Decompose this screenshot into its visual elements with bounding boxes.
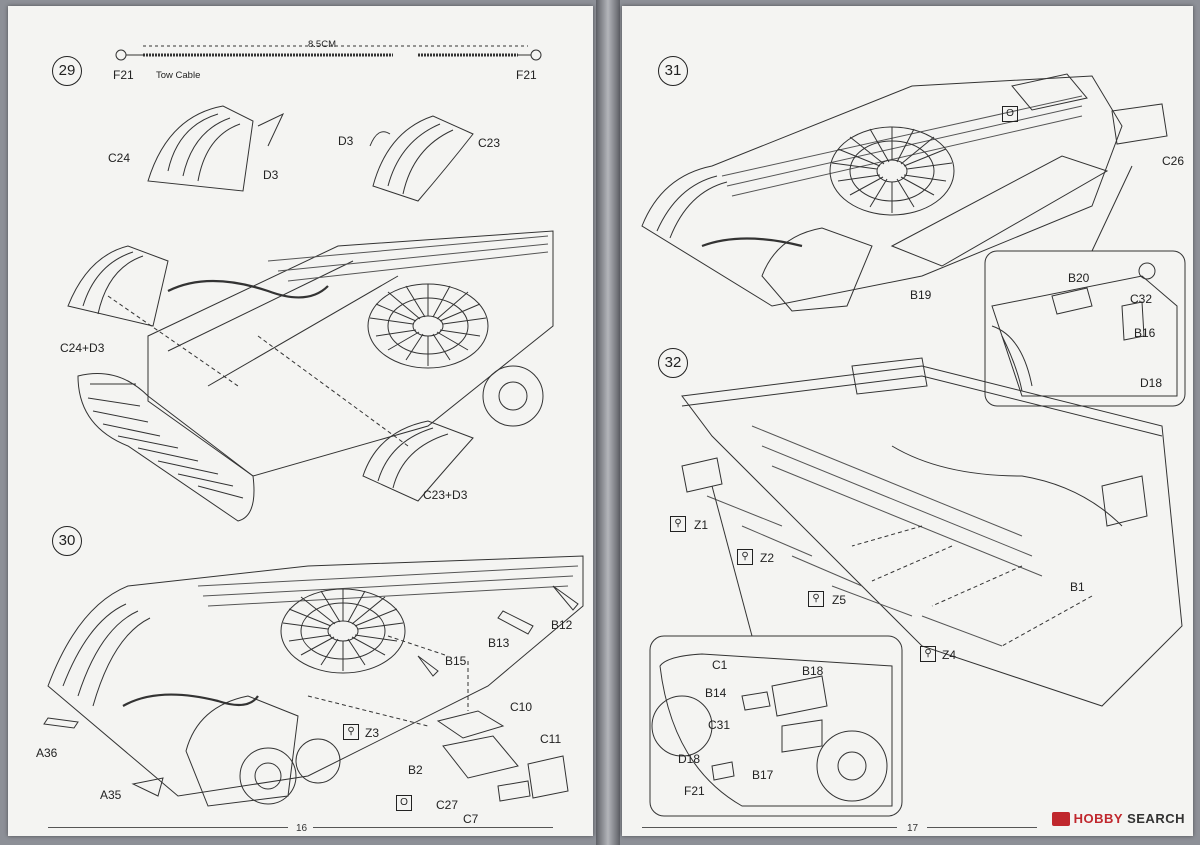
tool-icon: ⚲ bbox=[343, 724, 359, 740]
part-f21-left: F21 bbox=[113, 68, 134, 82]
inset-part-label: C31 bbox=[708, 718, 731, 732]
inset-part-label: F21 bbox=[684, 784, 705, 798]
footer-rule bbox=[642, 827, 897, 828]
part-label: D3 bbox=[338, 134, 354, 148]
part-label: C10 bbox=[510, 700, 533, 714]
part-label: C27 bbox=[436, 798, 459, 812]
part-label: C23 bbox=[478, 136, 501, 150]
cable-length: 8.5CM bbox=[308, 39, 336, 50]
part-label: C23+D3 bbox=[423, 488, 468, 502]
book-spine bbox=[596, 0, 620, 845]
page-number: 17 bbox=[907, 823, 919, 834]
inset-part-label: B20 bbox=[1068, 271, 1090, 285]
page-17-line-art bbox=[641, 73, 1186, 817]
footer-rule bbox=[927, 827, 1037, 828]
step-29-badge: 29 bbox=[52, 56, 82, 86]
part-label: A35 bbox=[100, 788, 122, 802]
optional-part-mark: O bbox=[396, 795, 412, 811]
tool-icon: ⚲ bbox=[808, 591, 824, 607]
inset-part-label: C32 bbox=[1130, 292, 1153, 306]
inset-part-label: D18 bbox=[678, 752, 701, 766]
part-label: B2 bbox=[408, 763, 423, 777]
tool-icon: ⚲ bbox=[920, 646, 936, 662]
part-label: C26 bbox=[1162, 154, 1185, 168]
part-label: D3 bbox=[263, 168, 279, 182]
part-label: B12 bbox=[551, 618, 573, 632]
step-30-badge: 30 bbox=[52, 526, 82, 556]
part-label: Z1 bbox=[694, 518, 709, 532]
cable-caption: Tow Cable bbox=[156, 70, 201, 81]
part-label: Z3 bbox=[365, 726, 380, 740]
footer-rule bbox=[48, 827, 288, 828]
optional-part-mark: O bbox=[1002, 106, 1018, 122]
part-label: Z2 bbox=[760, 551, 775, 565]
footer-rule bbox=[313, 827, 553, 828]
part-label: C7 bbox=[463, 812, 479, 826]
tool-icon: ⚲ bbox=[670, 516, 686, 532]
part-label: B1 bbox=[1070, 580, 1085, 594]
inset-part-label: B18 bbox=[802, 664, 824, 678]
watermark: HOBBY SEARCH bbox=[1051, 811, 1185, 826]
watermark-brand-dark: SEARCH bbox=[1127, 811, 1185, 826]
inset-part-label: B17 bbox=[752, 768, 774, 782]
watermark-logo-icon bbox=[1051, 811, 1070, 826]
step-32-badge: 32 bbox=[658, 348, 688, 378]
part-label: B13 bbox=[488, 636, 510, 650]
page-16-line-art bbox=[43, 45, 584, 807]
part-f21-right: F21 bbox=[516, 68, 537, 82]
part-label: Z4 bbox=[942, 648, 957, 662]
inset-part-label: B16 bbox=[1134, 326, 1156, 340]
part-label: C11 bbox=[540, 732, 562, 746]
part-label: Z5 bbox=[832, 593, 847, 607]
page-number: 16 bbox=[296, 823, 308, 834]
inset-part-label: D18 bbox=[1140, 376, 1163, 390]
part-label: B19 bbox=[910, 288, 932, 302]
watermark-brand-red: HOBBY bbox=[1073, 811, 1124, 826]
instruction-page-16: 29 8.5CM F21 Tow Cable F21 C24 D3 D3 C23… bbox=[8, 6, 593, 836]
part-label: A36 bbox=[36, 746, 58, 760]
tool-icon: ⚲ bbox=[737, 549, 753, 565]
part-label: C24+D3 bbox=[60, 341, 105, 355]
instruction-page-17: 31 O C26 B19 B20 C32 B16 D18 32 ⚲ Z1 ⚲ Z… bbox=[622, 6, 1193, 836]
inset-part-label: C1 bbox=[712, 658, 728, 672]
part-label: B15 bbox=[445, 654, 467, 668]
step-31-badge: 31 bbox=[658, 56, 688, 86]
inset-part-label: B14 bbox=[705, 686, 727, 700]
part-label: C24 bbox=[108, 151, 131, 165]
